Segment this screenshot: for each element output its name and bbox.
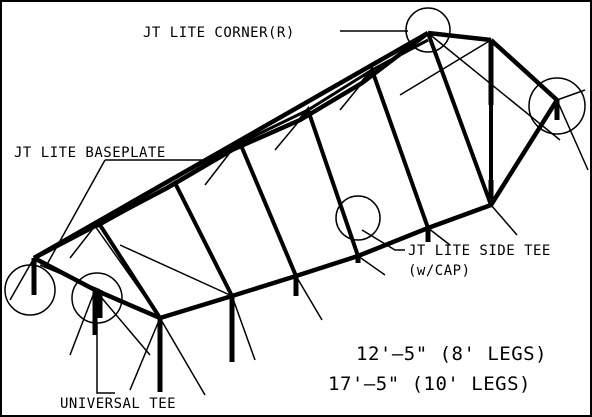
universal-tee-label: UNIVERSAL TEE	[60, 396, 176, 412]
guy-ropes	[9, 32, 589, 396]
corner-label: JT LITE CORNER(R)	[143, 25, 295, 41]
callout-circles	[4, 7, 586, 324]
baseplate-label: JT LITE BASEPLATE	[14, 145, 166, 161]
corner-callout-circle	[405, 7, 451, 53]
side-tee-leader	[361, 229, 405, 251]
tent-frame	[4, 7, 589, 396]
side-tee-cap-label: (w/CAP)	[408, 263, 471, 279]
ridge-beam	[32, 30, 559, 260]
spec-line-2: 17'–5" (10' LEGS)	[328, 373, 531, 395]
right-corner-callout-circle	[528, 77, 586, 135]
spec-line-1: 12'–5" (8' LEGS)	[356, 343, 547, 365]
side-tee-callout-circle	[335, 195, 381, 241]
legs	[31, 40, 560, 392]
side-tee-label: JT LITE SIDE TEE	[408, 243, 551, 259]
universal-tee-leader	[96, 323, 115, 394]
baseplate-leader	[44, 159, 215, 269]
leader-lines	[44, 30, 408, 394]
baseplate-callout-circle	[4, 264, 56, 316]
